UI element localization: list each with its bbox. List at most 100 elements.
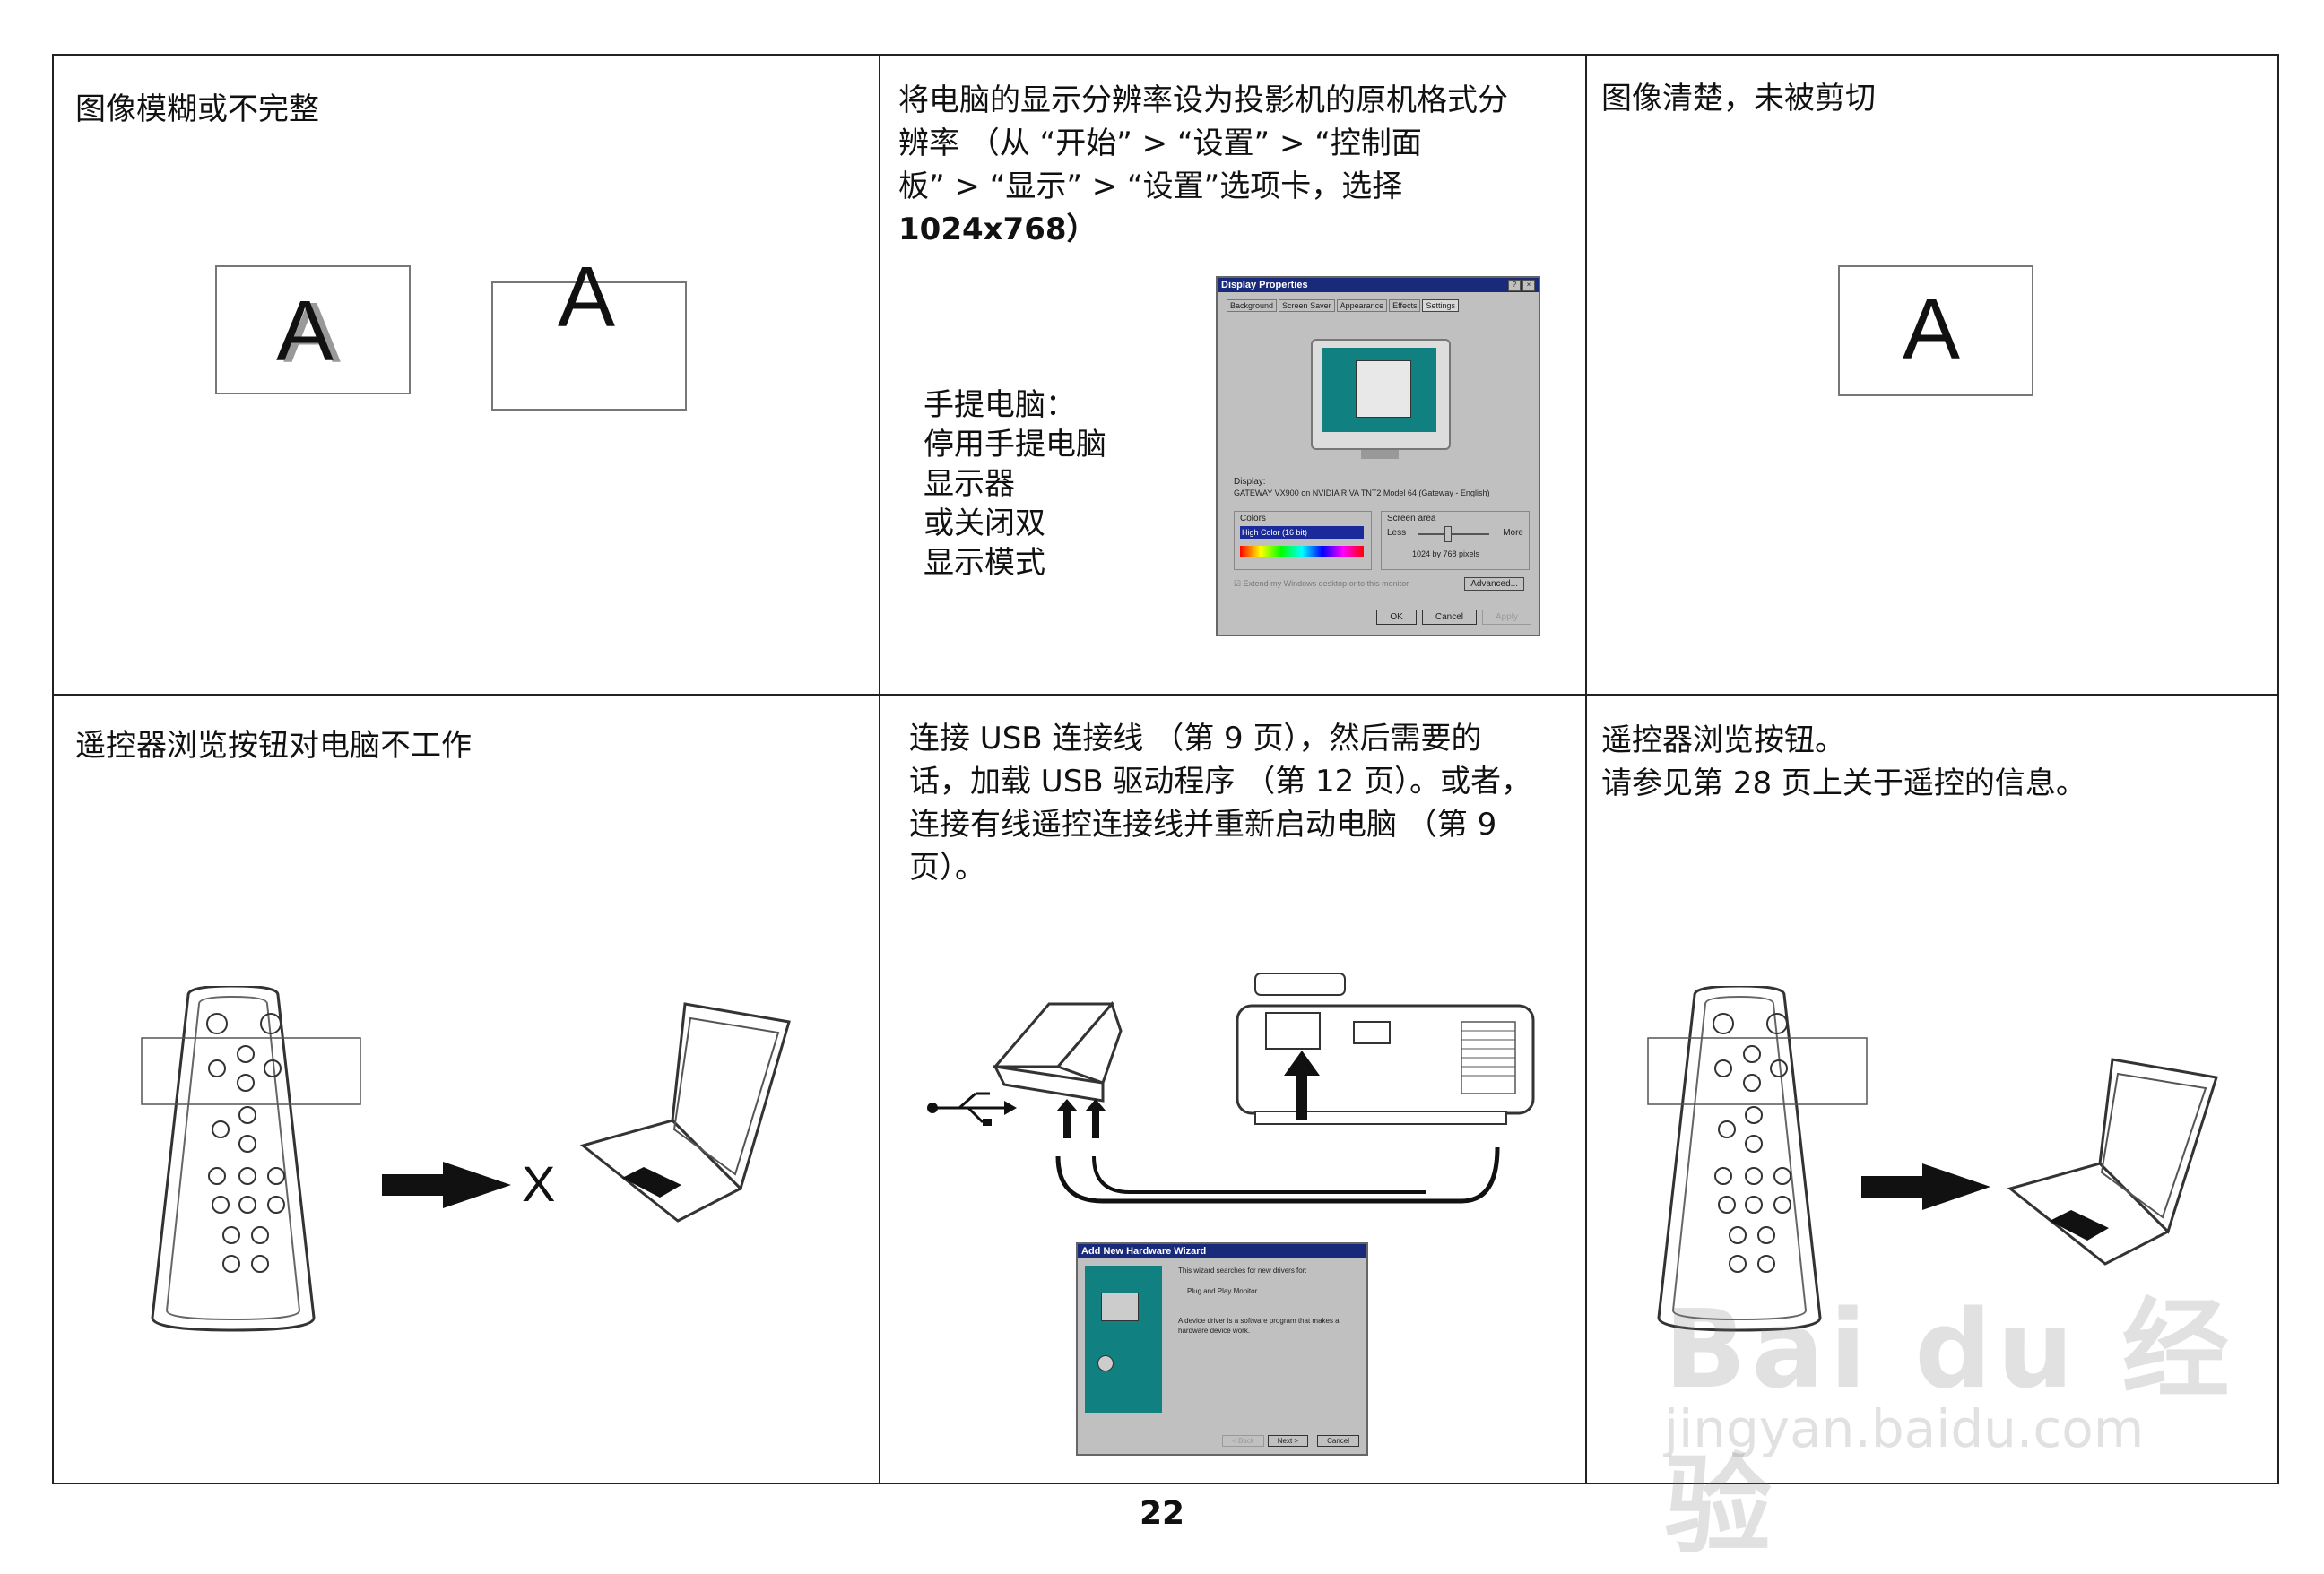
laptop-tip-line: 或关闭双 [924, 506, 1045, 541]
laptop-tip-line: 停用手提电脑 [924, 427, 1106, 463]
troubleshooting-table [52, 54, 2279, 1484]
wizard-buttons: < Back Next > Cancel [1222, 1435, 1359, 1447]
display-info: Display: GATEWAY VX900 on NVIDIA RIVA TN… [1234, 477, 1489, 498]
dialog-buttons: OK Cancel Apply [1376, 610, 1531, 625]
apply-button[interactable]: Apply [1481, 610, 1531, 625]
x-mark: X [522, 1155, 556, 1212]
monitor-screen [1322, 348, 1436, 432]
laptop-tip: 手提电脑： 停用手提电脑 显示器 或关闭双 显示模式 [924, 385, 1106, 583]
projector-icon [1236, 1004, 1535, 1125]
problem-blurry: 图像模糊或不完整 [75, 91, 319, 127]
usb-line-2: 话，加载 USB 驱动程序 （第 12 页）。或者， [909, 764, 1532, 800]
cropped-image-box: A [491, 255, 687, 411]
remote-control-icon [151, 986, 316, 1332]
wizard-line-1: This wizard searches for new drivers for… [1178, 1267, 1307, 1275]
colors-group: Colors High Color (16 bit) [1234, 511, 1372, 570]
usb-line-1: 连接 USB 连接线 （第 9 页），然后需要的 [909, 721, 1482, 757]
extend-label: Extend my Windows desktop onto this moni… [1243, 579, 1409, 588]
watermark-url: jingyan.baidu.com [1664, 1398, 2145, 1459]
usb-line-3: 连接有线遥控连接线并重新启动电脑 （第 9 [909, 807, 1497, 843]
blurry-image-box: A A [215, 265, 411, 394]
tab-appearance[interactable]: Appearance [1336, 299, 1388, 312]
wizard-text: This wizard searches for new drivers for… [1178, 1266, 1357, 1336]
close-icon[interactable]: × [1522, 280, 1535, 291]
display-value: GATEWAY VX900 on NVIDIA RIVA TNT2 Model … [1234, 489, 1490, 497]
resolution-slider[interactable] [1418, 533, 1489, 535]
extend-checkbox[interactable]: ☑ Extend my Windows desktop onto this mo… [1234, 579, 1409, 589]
screen-area-label: Screen area [1387, 514, 1436, 523]
screen-area-group: Screen area Less More 1024 by 768 pixels [1381, 511, 1530, 570]
remote-working-illustration [1647, 986, 2218, 1332]
help-icon[interactable]: ? [1508, 280, 1521, 291]
solution-line-2: 辨率 （从 “开始” > “设置” > “控制面 [898, 125, 1422, 161]
back-button[interactable]: < Back [1222, 1435, 1264, 1447]
laptop-tip-line: 显示模式 [924, 545, 1045, 581]
laptop-side-icon [992, 1001, 1123, 1103]
laptop-icon [2007, 1058, 2218, 1266]
solution-line-1: 将电脑的显示分辨率设为投影机的原机格式分 [898, 82, 1508, 118]
solution-line-4: 1024x768） [898, 212, 1097, 247]
usb-connection-illustration [927, 973, 1535, 1204]
clear-letter: A [1903, 281, 1961, 377]
remote-control-icon [1657, 986, 1822, 1332]
tab-settings[interactable]: Settings [1422, 299, 1460, 312]
color-spectrum [1240, 546, 1364, 557]
hardware-wizard-window: Add New Hardware Wizard This wizard sear… [1076, 1242, 1368, 1456]
ghost-letter: A [283, 285, 342, 381]
problem-remote: 遥控器浏览按钮对电脑不工作 [75, 728, 472, 764]
cropped-letter: A [558, 249, 616, 345]
result-remote-line-1: 遥控器浏览按钮。 [1601, 722, 1845, 758]
up-arrow-icon [1056, 1099, 1078, 1138]
arrow-icon [382, 1162, 511, 1208]
usb-symbol-icon [927, 1092, 1017, 1126]
wizard-line-2: Plug and Play Monitor [1187, 1287, 1258, 1295]
projector-up-arrow-icon [1284, 1051, 1320, 1120]
nav-buttons-highlight [141, 1037, 361, 1105]
tab-strip: Background Screen Saver Appearance Effec… [1227, 299, 1460, 312]
colors-label: Colors [1240, 514, 1266, 523]
result-clear: 图像清楚，未被剪切 [1601, 81, 1876, 117]
monitor-preview [1311, 339, 1451, 450]
solution-resolution: 将电脑的显示分辨率设为投影机的原机格式分 辨率 （从 “开始” > “设置” >… [898, 79, 1508, 251]
cancel-button[interactable]: Cancel [1317, 1435, 1359, 1447]
less-label: Less [1387, 528, 1407, 538]
cancel-button[interactable]: Cancel [1421, 610, 1477, 625]
nav-buttons-highlight [1647, 1037, 1868, 1105]
row-divider [54, 694, 2277, 696]
colors-select[interactable]: High Color (16 bit) [1240, 526, 1364, 539]
monitor-stand [1361, 450, 1399, 459]
arrow-icon [1861, 1163, 1990, 1210]
serial-cable [1092, 1155, 1426, 1194]
more-label: More [1503, 528, 1523, 538]
watermark-logo: Bai du 经验 [1664, 1288, 2235, 1569]
advanced-button[interactable]: Advanced... [1464, 577, 1524, 591]
tab-background[interactable]: Background [1227, 299, 1278, 312]
next-button[interactable]: Next > [1267, 1435, 1309, 1447]
solution-line-3: 板” > “显示” > “设置”选项卡，选择 [898, 169, 1403, 204]
wizard-line-3: A device driver is a software program th… [1178, 1317, 1340, 1335]
display-label: Display: [1234, 477, 1266, 487]
col-divider-2 [1585, 56, 1587, 1483]
col-divider-1 [879, 56, 880, 1483]
desktop-window-preview [1356, 360, 1411, 418]
disk-icon [1097, 1355, 1114, 1371]
usb-line-4: 页）。 [909, 850, 985, 886]
page-number: 22 [1139, 1495, 1185, 1532]
usb-cable [1055, 1146, 1500, 1204]
result-remote-line-2: 请参见第 28 页上关于遥控的信息。 [1601, 765, 2086, 801]
laptop-tip-line: 手提电脑： [924, 387, 1076, 423]
clear-image-box: A [1838, 265, 2034, 396]
computer-icon [1101, 1293, 1139, 1321]
pixels-label: 1024 by 768 pixels [1412, 549, 1480, 558]
tab-screen-saver[interactable]: Screen Saver [1279, 299, 1335, 312]
tab-effects[interactable]: Effects [1389, 299, 1421, 312]
slider-thumb[interactable] [1444, 526, 1452, 542]
solution-usb: 连接 USB 连接线 （第 9 页），然后需要的 话，加载 USB 驱动程序 （… [909, 717, 1531, 889]
laptop-icon [579, 1002, 791, 1223]
dvi-connector-icon [1254, 973, 1346, 996]
wizard-illustration [1085, 1266, 1162, 1413]
window-title: Display Properties [1218, 278, 1539, 292]
ok-button[interactable]: OK [1376, 610, 1417, 625]
laptop-tip-line: 显示器 [924, 466, 1015, 502]
remote-not-working-illustration [141, 986, 791, 1332]
